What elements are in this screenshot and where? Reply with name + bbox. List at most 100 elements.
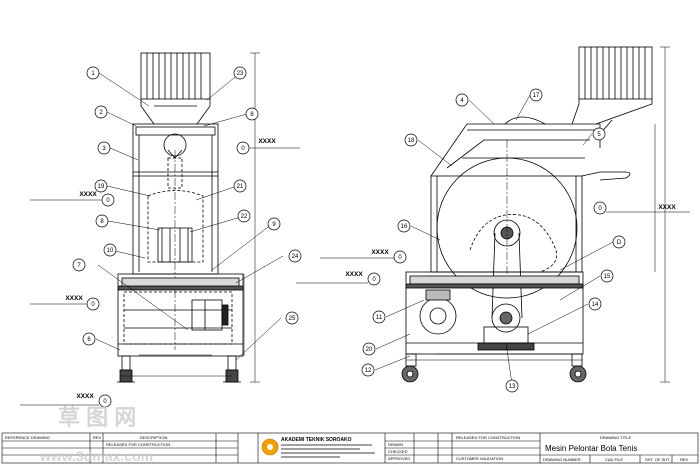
svg-text:8: 8 bbox=[100, 219, 104, 225]
xxxx-label: XXXX bbox=[371, 249, 389, 256]
svg-text:D: D bbox=[617, 240, 622, 246]
svg-text:23: 23 bbox=[237, 71, 244, 77]
xxxx-callouts: XXXX XXXX XXXX XXXX XXXX XXXX XXXX bbox=[65, 138, 676, 400]
front-dimensions bbox=[121, 52, 260, 383]
balloon-D: D bbox=[612, 235, 626, 249]
reference-drawing-header: REFERENCE DRAWING bbox=[5, 435, 50, 440]
balloon-20: 20 bbox=[362, 342, 376, 356]
svg-text:4: 4 bbox=[460, 98, 464, 104]
xxxx-label: XXXX bbox=[345, 271, 363, 278]
cad-file-label: CAD FILE bbox=[605, 457, 623, 462]
side-hopper bbox=[571, 46, 653, 125]
balloon-0-g: 0 bbox=[367, 272, 381, 286]
balloon-4: 4 bbox=[455, 93, 469, 107]
xxxx-label: XXXX bbox=[658, 204, 676, 211]
svg-text:18: 18 bbox=[408, 138, 415, 144]
balloon-5: 5 bbox=[592, 127, 606, 141]
released-row: RELEASED FOR CONSTRUCTION bbox=[106, 442, 170, 447]
front-hopper bbox=[140, 52, 211, 125]
balloon-6: 6 bbox=[82, 332, 96, 346]
rev-label: REV bbox=[680, 457, 689, 462]
svg-text:1: 1 bbox=[91, 71, 95, 77]
side-view bbox=[401, 46, 670, 383]
status-released: RELEASED FOR CONSTRUCTION bbox=[456, 435, 520, 440]
title-block-text: REFERENCE DRAWING REV DESCRIPTION RELEAS… bbox=[5, 435, 689, 462]
balloon-0-f: 0 bbox=[393, 250, 407, 264]
sheet-label: SHT. OF SHT. bbox=[645, 457, 670, 462]
svg-text:19: 19 bbox=[98, 184, 105, 190]
xxxx-underlines bbox=[20, 147, 690, 406]
balloon-9: 9 bbox=[267, 217, 281, 231]
xxxx-label: XXXX bbox=[258, 138, 276, 145]
svg-text:7: 7 bbox=[77, 263, 81, 269]
xxxx-label: XXXX bbox=[79, 191, 97, 198]
balloon-11: 11 bbox=[372, 310, 386, 324]
svg-text:10: 10 bbox=[107, 248, 114, 254]
rev-header: REV bbox=[93, 435, 102, 440]
balloon-2: 2 bbox=[94, 105, 108, 119]
part-balloons: 1 23 2 8 3 0 19 21 0 8 22 9 10 24 7 0 25… bbox=[72, 66, 626, 408]
balloon-23: 23 bbox=[233, 66, 247, 80]
title-block bbox=[1, 432, 699, 464]
balloon-16: 16 bbox=[397, 219, 411, 233]
svg-text:11: 11 bbox=[376, 315, 383, 321]
leader-lines bbox=[95, 72, 614, 385]
xxxx-label: XXXX bbox=[65, 295, 83, 302]
svg-text:20: 20 bbox=[366, 347, 373, 353]
balloon-8b: 8 bbox=[95, 214, 109, 228]
balloon-0-e: 0 bbox=[593, 201, 607, 215]
svg-text:13: 13 bbox=[509, 384, 516, 390]
svg-text:17: 17 bbox=[533, 93, 540, 99]
balloon-1: 1 bbox=[86, 66, 100, 80]
side-dimensions bbox=[406, 46, 670, 383]
drawing-number-label: DRAWING NUMBER bbox=[543, 457, 581, 462]
company-name: AKADEMI TEKNIK SOROAKO bbox=[281, 437, 352, 443]
svg-text:22: 22 bbox=[241, 214, 248, 220]
svg-text:25: 25 bbox=[289, 316, 296, 322]
balloon-14: 14 bbox=[588, 297, 602, 311]
drawn-label: DRAWN bbox=[388, 442, 403, 447]
balloon-3: 3 bbox=[97, 141, 111, 155]
watermark-chars: 草 图 网 bbox=[58, 405, 136, 430]
balloon-18: 18 bbox=[404, 133, 418, 147]
balloon-0-d: 0 bbox=[98, 394, 112, 408]
drawing-title: Mesin Pelontar Bola Tenis bbox=[545, 444, 637, 453]
svg-text:6: 6 bbox=[87, 337, 91, 343]
xxxx-label: XXXX bbox=[76, 393, 94, 400]
front-base bbox=[117, 273, 244, 357]
svg-text:3: 3 bbox=[102, 146, 106, 152]
svg-text:16: 16 bbox=[401, 224, 408, 230]
watermark-url: www.3dmax.com bbox=[39, 448, 153, 464]
balloon-25: 25 bbox=[285, 311, 299, 325]
company-address-lines bbox=[281, 444, 375, 458]
balloon-10: 10 bbox=[103, 243, 117, 257]
svg-text:9: 9 bbox=[272, 222, 276, 228]
svg-text:14: 14 bbox=[592, 302, 599, 308]
front-view bbox=[117, 52, 260, 383]
balloon-0-a: 0 bbox=[236, 141, 250, 155]
svg-text:24: 24 bbox=[292, 254, 299, 260]
svg-text:2: 2 bbox=[99, 110, 103, 116]
svg-text:0: 0 bbox=[103, 399, 107, 405]
svg-text:0: 0 bbox=[91, 302, 95, 308]
svg-text:0: 0 bbox=[398, 255, 402, 261]
balloon-13: 13 bbox=[505, 379, 519, 393]
balloon-21: 21 bbox=[233, 179, 247, 193]
drawing-title-label: DRAWING TITLE bbox=[600, 435, 631, 440]
svg-text:8: 8 bbox=[250, 112, 254, 118]
status-customer-validation: CUSTOMER VALIDATION bbox=[456, 456, 503, 461]
balloon-0-b: 0 bbox=[101, 193, 115, 207]
balloon-12: 12 bbox=[361, 363, 375, 377]
svg-text:0: 0 bbox=[598, 206, 602, 212]
balloon-7: 7 bbox=[72, 258, 86, 272]
checked-label: CHECKED bbox=[388, 449, 408, 454]
svg-text:21: 21 bbox=[237, 184, 244, 190]
balloon-24: 24 bbox=[288, 249, 302, 263]
balloon-22: 22 bbox=[237, 209, 251, 223]
description-header: DESCRIPTION bbox=[140, 435, 167, 440]
svg-text:0: 0 bbox=[372, 277, 376, 283]
balloon-17: 17 bbox=[529, 88, 543, 102]
balloon-8: 8 bbox=[245, 107, 259, 121]
svg-text:0: 0 bbox=[106, 198, 110, 204]
